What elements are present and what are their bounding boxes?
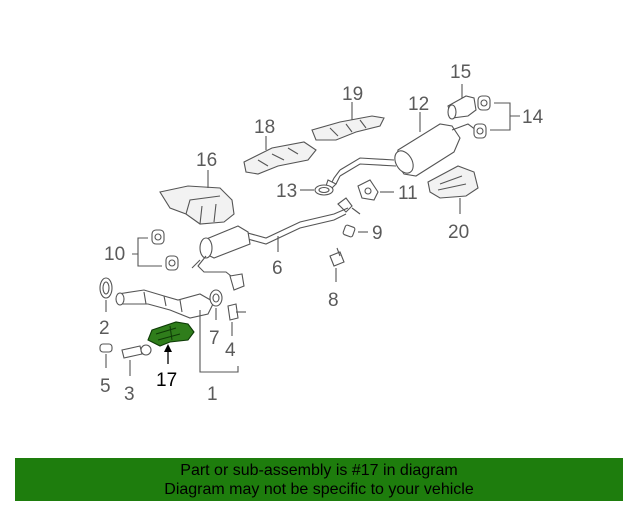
- callout-20: 20: [448, 222, 469, 243]
- part-6-center-pipe[interactable]: [191, 207, 349, 291]
- callout-5: 5: [100, 376, 111, 397]
- part-13-gasket[interactable]: [300, 184, 334, 196]
- callout-16: 16: [196, 150, 217, 171]
- part-18-heat-shield[interactable]: [243, 136, 317, 175]
- part-9-nut[interactable]: [342, 224, 368, 238]
- callout-11: 11: [398, 183, 418, 204]
- part-10-hangers[interactable]: [132, 229, 179, 271]
- center-joint: [337, 197, 361, 215]
- callout-15: 15: [450, 62, 471, 83]
- part-5-plug[interactable]: [99, 343, 113, 368]
- exhaust-system-diagram: 1 2 3 4 5 6 7 8 9 10 11 12 13 14 15 16 1…: [99, 62, 544, 405]
- banner-line-1: Part or sub-assembly is #17 in diagram: [180, 462, 458, 479]
- callout-12: 12: [408, 94, 429, 115]
- callout-14: 14: [522, 107, 544, 128]
- part-2-gasket[interactable]: [99, 277, 113, 312]
- part-16-heat-shield[interactable]: [159, 170, 235, 225]
- callout-3: 3: [124, 384, 135, 405]
- part-20-rear-shield[interactable]: [427, 165, 479, 214]
- part-3-bolt[interactable]: [121, 344, 152, 376]
- part-19-heat-shield[interactable]: [311, 102, 385, 141]
- callout-4: 4: [225, 340, 236, 361]
- callout-9: 9: [372, 223, 383, 244]
- callout-8: 8: [328, 290, 339, 311]
- part-4-stud[interactable]: [227, 303, 246, 336]
- callout-1: 1: [207, 384, 218, 405]
- callout-13: 13: [276, 181, 297, 202]
- part-15-tail-finisher[interactable]: [447, 84, 477, 120]
- rear-pipe: [325, 157, 397, 189]
- callout-18: 18: [254, 117, 275, 138]
- part-info-banner: Part or sub-assembly is #17 in diagram D…: [15, 458, 623, 501]
- part-17-heat-shield-highlighted[interactable]: [147, 321, 195, 364]
- banner-line-2: Diagram may not be specific to your vehi…: [164, 481, 474, 498]
- part-14-hangers[interactable]: [473, 95, 520, 139]
- callout-6: 6: [272, 258, 283, 279]
- part-12-muffler[interactable]: [391, 112, 477, 177]
- part-7-gasket[interactable]: [209, 289, 223, 320]
- part-1-front-pipe[interactable]: [115, 289, 239, 373]
- part-8-bolt[interactable]: [329, 247, 345, 282]
- callout-2: 2: [99, 318, 110, 339]
- callout-19: 19: [342, 84, 363, 105]
- part-11-bracket[interactable]: [357, 179, 394, 201]
- callout-7: 7: [209, 328, 220, 349]
- callout-17-highlighted: 17: [156, 370, 177, 391]
- callout-10: 10: [104, 244, 125, 265]
